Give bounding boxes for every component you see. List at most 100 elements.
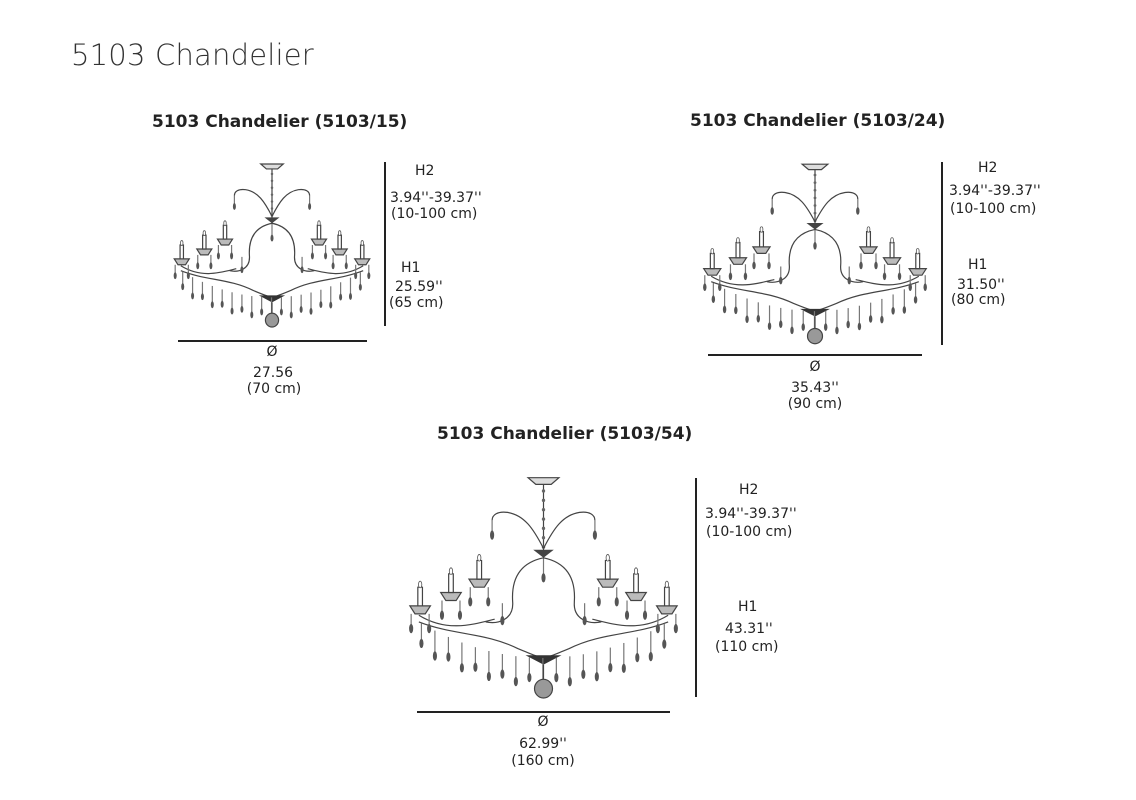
crystal-drop [592, 530, 597, 540]
crystal-drop [216, 252, 220, 260]
crystal-drop [279, 308, 283, 316]
h1-cm: (80 cm) [951, 292, 1006, 308]
h2-inches: 3.94''-39.37'' [949, 183, 1041, 199]
candle-cup [729, 258, 746, 265]
candle-flame [318, 221, 320, 226]
chain-link [541, 526, 546, 531]
h2-label: H2 [978, 160, 998, 176]
crystal-drop [635, 652, 640, 663]
candle-cup [909, 269, 926, 276]
crystal-drop [432, 651, 437, 661]
candle [418, 587, 423, 606]
diagram-title: 5103 Chandelier (5103/24) [690, 111, 946, 131]
chain-link [270, 207, 274, 210]
crystal-drop [554, 672, 559, 683]
candle-cup [441, 593, 462, 601]
page-title: 5103 Chandelier [71, 38, 314, 72]
candle-flame [867, 227, 870, 232]
crystal-drop [468, 597, 473, 607]
candle-cup [469, 579, 490, 587]
crystal-drop [847, 276, 851, 285]
h1-label: H1 [401, 260, 421, 276]
ceiling-canopy [261, 164, 284, 169]
crystal-drop [339, 293, 343, 301]
candle-flame [449, 568, 452, 575]
side-arm-left [181, 266, 236, 274]
crystal-drop [500, 615, 505, 626]
candle-flame [478, 554, 481, 561]
crystal-drop [459, 663, 464, 673]
height-dimension-line [695, 478, 697, 697]
crystal-drop [409, 623, 414, 634]
chain-link [270, 193, 274, 196]
loop-left [767, 229, 815, 282]
crystal-drop [868, 315, 873, 323]
candle [634, 574, 639, 593]
candle-flame [606, 554, 609, 561]
crystal-drop [324, 252, 328, 260]
candle [867, 232, 871, 247]
crystal-drop [874, 261, 878, 270]
crystal-drop [446, 652, 451, 662]
h1-inches: 31.50'' [957, 277, 1005, 293]
crystal-drop [655, 623, 660, 634]
crystal-drop [823, 323, 828, 331]
candle-cup [355, 259, 370, 265]
candle-cup [597, 579, 618, 587]
crystal-drop [419, 638, 424, 649]
upper-arm-right [544, 512, 595, 548]
height-dimension-line [384, 162, 386, 326]
candle-cup [860, 247, 877, 254]
crystal-drop [310, 252, 314, 260]
loop-right [815, 229, 863, 282]
crystal-drop [790, 326, 794, 335]
h1-label: H1 [968, 257, 988, 273]
candle-cup [410, 606, 431, 614]
crystal-drop [859, 261, 863, 270]
chain-link [813, 211, 817, 215]
candle [477, 560, 482, 579]
diameter-inches: 62.99'' [519, 736, 567, 752]
diameter-cm: (90 cm) [787, 396, 843, 412]
height-dimension-line [941, 162, 943, 345]
crystal-drop [289, 311, 293, 319]
crystal-drop [734, 306, 738, 315]
crystal-drop [703, 283, 707, 291]
diameter-cm: (70 cm) [246, 381, 302, 397]
crystal-drop [486, 597, 491, 607]
crystal-drop [711, 295, 716, 304]
candle [449, 574, 454, 593]
crystal-drop [181, 283, 185, 291]
candle-cup [174, 259, 189, 265]
crystal-drop [897, 272, 902, 281]
crystal-drop [210, 301, 214, 309]
crystal-drop [473, 662, 478, 672]
crystal-drop [596, 597, 601, 607]
crystal-drop [358, 283, 362, 291]
lower-bowl [525, 655, 562, 665]
crystal-drop [756, 314, 761, 323]
candle [916, 253, 920, 268]
h2-inches: 3.94''-39.37'' [705, 506, 797, 522]
chandelier-drawing [178, 162, 366, 330]
candle [736, 243, 740, 258]
chain-link [541, 507, 546, 512]
crystal-drop [513, 676, 518, 687]
h1-inches: 25.59'' [395, 279, 443, 295]
crystal-drop [209, 262, 213, 270]
candle-flame [891, 238, 894, 243]
candle-flame [737, 238, 740, 243]
crystal-drop [673, 623, 678, 634]
candle [338, 235, 341, 249]
candle [605, 560, 610, 579]
chain-link [270, 179, 274, 183]
crystal-drop [846, 320, 850, 329]
crystal-drop [490, 530, 495, 540]
chain-link [270, 186, 274, 189]
upper-arm-left [772, 192, 815, 222]
loop-left [230, 223, 272, 271]
upper-arm-right [815, 192, 858, 222]
crystal-drop [186, 272, 190, 280]
chain-link [270, 172, 274, 176]
diameter-inches: 27.56 [252, 365, 294, 381]
